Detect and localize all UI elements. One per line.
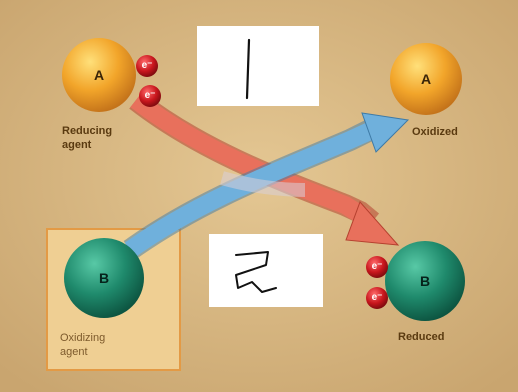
handwritten-digit-2: [235, 251, 277, 293]
electron-a-2: [139, 85, 161, 107]
arrow-crossing-overlap: [220, 171, 306, 197]
handwritten-digit-1: [245, 38, 251, 100]
reducing-agent-label-line2: agent: [62, 139, 92, 151]
red-arrow-body: [130, 92, 371, 226]
electron-b-1: [366, 256, 388, 278]
atom-b-reduced-letter: B: [419, 273, 431, 289]
handwritten-box-1: [197, 26, 319, 106]
red-arrow-head: [345, 201, 400, 246]
oxidizing-agent-label-line1: Oxidizing: [60, 332, 106, 344]
atom-b-oxidizing: [64, 238, 144, 318]
atom-a-letter: A: [93, 67, 105, 83]
atom-b-reduced: [385, 241, 465, 321]
oxidized-label: Oxidized: [412, 126, 458, 138]
electron-a-1: [136, 55, 158, 77]
electron-label-b-1: e⁻: [371, 261, 383, 272]
handwritten-box-2: [209, 234, 323, 307]
electron-label-a-1: e⁻: [141, 60, 153, 71]
blue-arrow-head: [361, 112, 410, 153]
electron-b-2: [366, 287, 388, 309]
oxidizing-agent-label-line2: agent: [60, 346, 88, 358]
electron-label-b-2: e⁻: [371, 292, 383, 303]
electron-label-a-2: e⁻: [144, 90, 156, 101]
reducing-agent-label-line1: Reducing: [62, 125, 113, 137]
atom-a-oxidized-letter: A: [420, 71, 432, 87]
atom-b-letter: B: [98, 270, 110, 286]
reduced-label: Reduced: [398, 331, 445, 343]
atom-a-reducing: [62, 38, 136, 112]
atom-a-oxidized: [390, 43, 462, 115]
